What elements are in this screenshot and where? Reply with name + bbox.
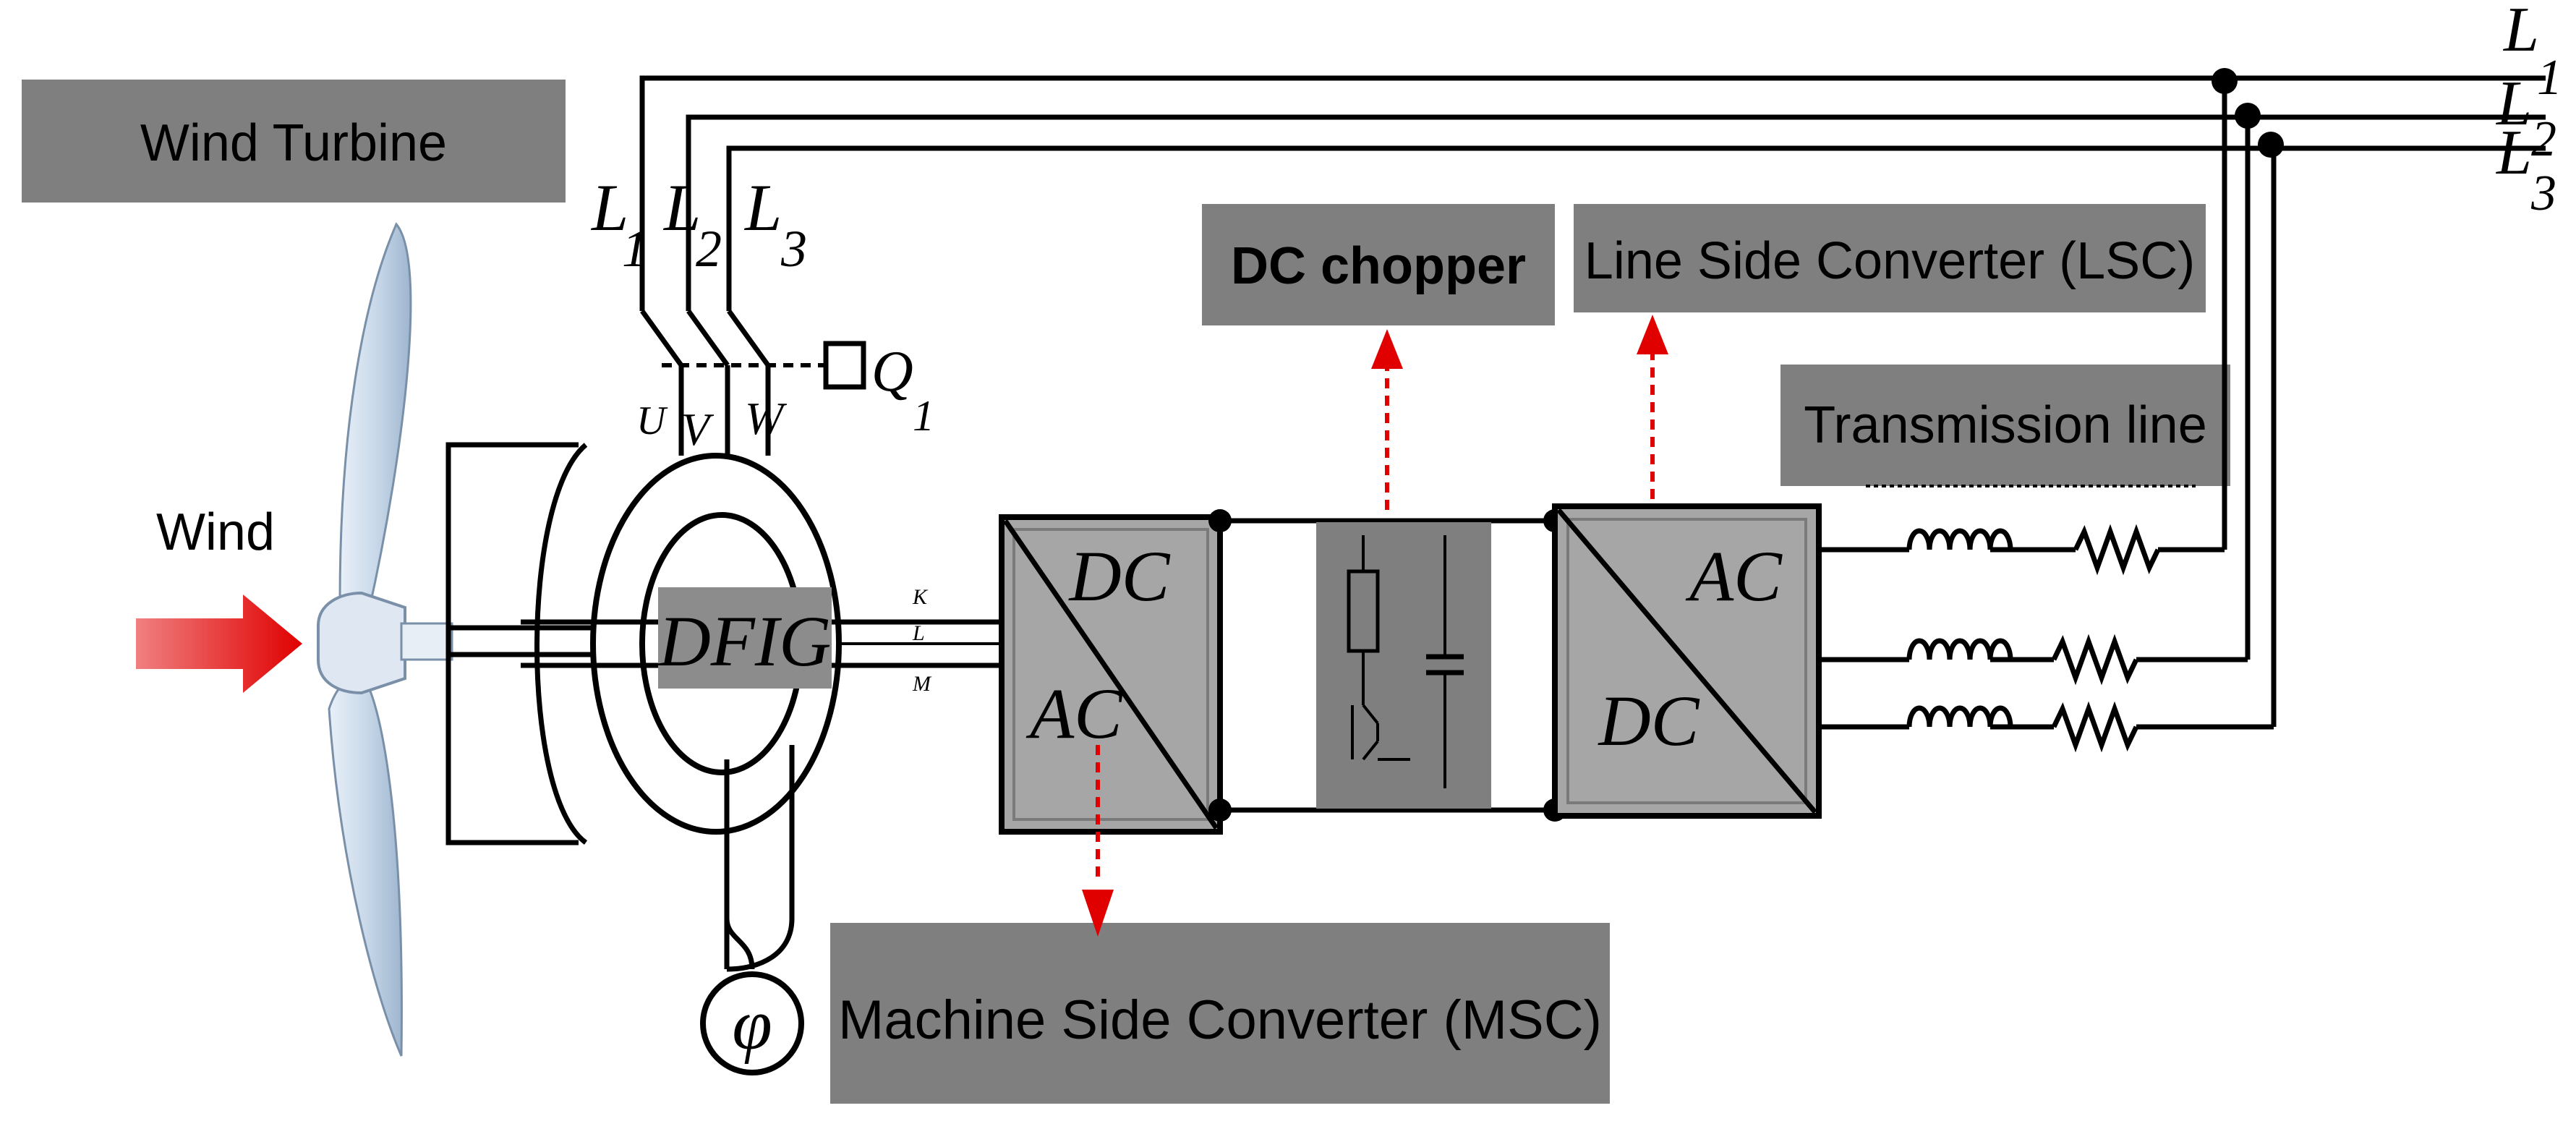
breaker-q1: Q 1 U V W xyxy=(636,309,934,456)
msc-ac-text: AC xyxy=(1025,673,1123,754)
left-phase-labels: L 1 L 2 L 3 xyxy=(590,171,807,278)
svg-text:3: 3 xyxy=(780,220,807,278)
stator-w-label: W xyxy=(745,393,788,444)
transmission-line-text: Transmission line xyxy=(1804,396,2207,454)
right-phase-labels: L 1 L 2 L 3 xyxy=(2495,0,2562,221)
svg-text:L: L xyxy=(2495,118,2532,188)
dc-chopper-block xyxy=(1316,522,1491,809)
dfig-text: DFIG xyxy=(657,601,832,681)
wind-text: Wind xyxy=(156,503,275,561)
lsc-ac-text: AC xyxy=(1685,536,1783,616)
stator-v-label: V xyxy=(681,404,715,455)
svg-text:L: L xyxy=(662,171,701,244)
turbine-rotor-icon xyxy=(317,222,453,1057)
transmission-branch-2 xyxy=(1819,117,2251,686)
rotor-terminals: K L M xyxy=(839,585,1005,696)
dc-chopper-text: DC chopper xyxy=(1231,237,1526,295)
svg-text:1: 1 xyxy=(2537,50,2562,106)
dfig-machine: DFIG xyxy=(521,453,1005,835)
wind-turbine-text: Wind Turbine xyxy=(140,114,447,172)
msc-converter: DC AC xyxy=(999,514,1223,835)
transmission-branch-1 xyxy=(1819,78,2227,576)
callout-arrow-msc xyxy=(1082,745,1114,937)
dc-chopper-label: DC chopper xyxy=(1202,204,1555,325)
msc-dc-text: DC xyxy=(1068,536,1171,616)
svg-text:2: 2 xyxy=(2531,111,2556,167)
svg-text:3: 3 xyxy=(2530,166,2556,221)
rotor-l-label: L xyxy=(912,621,925,645)
q1-sub: 1 xyxy=(913,392,934,440)
stator-u-label: U xyxy=(636,399,668,443)
wind-arrow: Wind xyxy=(136,503,302,693)
svg-text:1: 1 xyxy=(622,220,648,278)
grid-junctions xyxy=(2212,68,2284,158)
transmission-branch-3 xyxy=(1819,148,2277,753)
svg-text:L: L xyxy=(590,171,628,244)
phi-icon: φ xyxy=(732,984,772,1065)
svg-text:L: L xyxy=(2495,69,2532,139)
phase-l1-left: L 1 xyxy=(590,171,648,278)
excitation-circuit: φ xyxy=(700,745,804,1075)
rotor-k-label: K xyxy=(912,585,929,609)
phase-l3-right: L 3 xyxy=(2495,118,2556,221)
lsc-dc-text: DC xyxy=(1598,681,1700,761)
svg-text:2: 2 xyxy=(696,220,722,278)
lsc-text: Line Side Converter (LSC) xyxy=(1585,232,2195,290)
lsc-converter: AC DC xyxy=(1552,503,1822,819)
rotor-m-label: M xyxy=(912,672,932,696)
lsc-label: Line Side Converter (LSC) xyxy=(1574,204,2206,312)
dc-link xyxy=(1208,509,1566,822)
q1-label: Q xyxy=(871,340,913,404)
gearbox-coupling xyxy=(445,442,588,845)
transmission-line-label: Transmission line xyxy=(1780,365,2230,487)
phase-l3-left: L 3 xyxy=(743,171,807,278)
phase-l2-right: L 2 xyxy=(2495,69,2556,167)
msc-text: Machine Side Converter (MSC) xyxy=(838,989,1602,1051)
svg-text:L: L xyxy=(743,171,782,244)
phase-l1-right: L 1 xyxy=(2502,0,2562,106)
callout-arrow-dc-chopper xyxy=(1371,329,1403,510)
msc-label: Machine Side Converter (MSC) xyxy=(830,923,1610,1104)
wind-turbine-label: Wind Turbine xyxy=(22,80,566,203)
stator-leads xyxy=(639,75,2546,311)
callout-arrow-lsc xyxy=(1637,315,1668,499)
svg-text:L: L xyxy=(2502,0,2539,65)
phase-l2-left: L 2 xyxy=(662,171,722,278)
